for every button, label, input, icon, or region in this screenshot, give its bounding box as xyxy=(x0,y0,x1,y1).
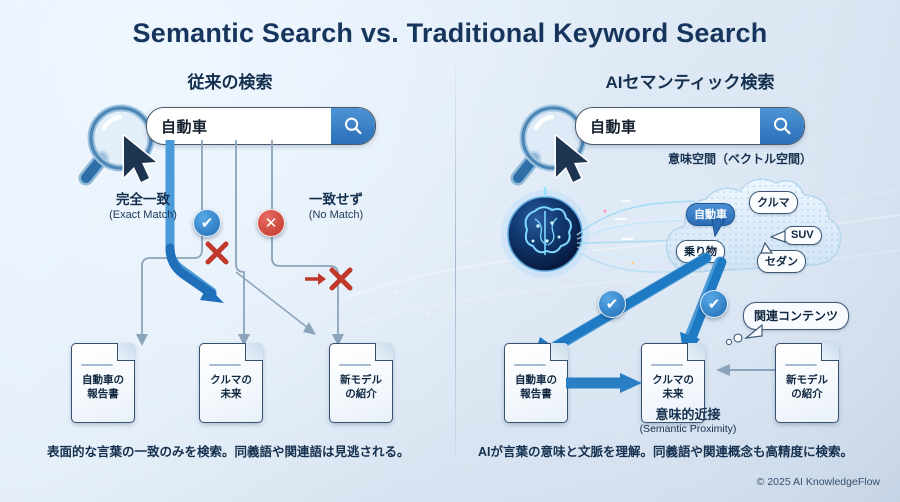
status-badge-check-left: ✔ xyxy=(193,209,221,237)
doc-rule xyxy=(651,364,683,366)
doc-line2: の紹介 xyxy=(791,387,823,400)
tag-tail-suv xyxy=(770,230,786,243)
document-card[interactable]: クルマの 未来 xyxy=(199,343,263,423)
document-label: 自動車の 報告書 xyxy=(72,374,134,402)
document-card[interactable]: クルマの 未来 xyxy=(641,343,705,423)
page-fold-corner xyxy=(550,343,568,361)
document-card[interactable]: 自動車の 報告書 xyxy=(504,343,568,423)
search-button-traditional[interactable] xyxy=(331,108,375,144)
doc-line1: 自動車の xyxy=(82,374,124,386)
red-x-mark-1 xyxy=(205,241,229,265)
label-semantic-proximity-en: (Semantic Proximity) xyxy=(639,423,737,435)
label-semantic-proximity: 意味的近接 (Semantic Proximity) xyxy=(608,404,768,435)
status-badge-check-right-1: ✔ xyxy=(598,290,626,318)
label-exact-match: 完全一致 (Exact Match) xyxy=(88,192,198,222)
document-card[interactable]: 自動車の 報告書 xyxy=(71,343,135,423)
search-bar-traditional[interactable]: 自動車 xyxy=(146,107,376,145)
label-no-match-jp: 一致せず xyxy=(309,192,363,207)
doc-line2: 未来 xyxy=(220,387,242,400)
semantic-tag[interactable]: クルマ xyxy=(749,191,798,214)
panel-divider xyxy=(455,62,456,457)
page-title: Semantic Search vs. Traditional Keyword … xyxy=(132,18,768,48)
label-no-match: 一致せず (No Match) xyxy=(288,192,384,222)
red-x-mark-2 xyxy=(305,267,353,291)
page-fold-corner xyxy=(687,343,705,361)
doc-line1: 新モデル xyxy=(786,374,828,386)
panel-heading-semantic: AIセマンティック検索 xyxy=(605,73,775,92)
semantic-proximity-arrow xyxy=(566,373,642,393)
connector-lines-traditional xyxy=(136,140,344,346)
semantic-tag[interactable]: SUV xyxy=(783,226,822,245)
doc-line2: 報告書 xyxy=(87,387,119,400)
doc-rule xyxy=(209,364,241,366)
doc-line2: の紹介 xyxy=(345,387,377,400)
page-fold-corner xyxy=(117,343,135,361)
page-fold-corner xyxy=(821,343,839,361)
search-icon xyxy=(345,117,362,135)
tag-tail-primary xyxy=(711,219,726,237)
doc-line2: 報告書 xyxy=(520,387,552,400)
document-label: 新モデル の紹介 xyxy=(776,374,838,402)
tag-tail-sedan xyxy=(760,242,774,254)
caption-semantic: AIが言葉の意味と文脈を理解。同義語や関連概念も高精度に検索。 xyxy=(478,445,854,459)
panel-heading-traditional: 従来の検索 xyxy=(187,73,273,92)
doc-line2: 未来 xyxy=(662,387,684,400)
bubble-thought-tail xyxy=(725,324,763,346)
page-fold-corner xyxy=(375,343,393,361)
doc-rule xyxy=(514,364,546,366)
doc-line1: クルマの xyxy=(652,374,694,386)
status-badge-check-right-2: ✔ xyxy=(700,290,728,318)
semantic-tag[interactable]: セダン xyxy=(757,250,806,273)
copyright-footer: © 2025 AI KnowledgeFlow xyxy=(756,476,880,488)
doc-line1: 自動車の xyxy=(515,374,557,386)
doc-rule xyxy=(785,364,817,366)
caption-traditional: 表面的な言葉の一致のみを検索。同義語や関連語は見逃される。 xyxy=(47,445,410,459)
label-semantic-proximity-jp: 意味的近接 xyxy=(655,407,721,422)
search-button-semantic[interactable] xyxy=(760,108,804,144)
doc-rule xyxy=(81,364,113,366)
status-badge-cross-left: ✕ xyxy=(257,209,285,237)
doc-line1: 新モデル xyxy=(340,374,382,386)
ai-brain-icon xyxy=(501,187,589,278)
search-icon xyxy=(774,117,791,135)
doc-rule xyxy=(339,364,371,366)
page-fold-corner xyxy=(245,343,263,361)
document-label: クルマの 未来 xyxy=(642,374,704,402)
document-card[interactable]: 新モデル の紹介 xyxy=(329,343,393,423)
vector-space-label: 意味空間（ベクトル空間） xyxy=(668,152,813,166)
label-exact-match-en: (Exact Match) xyxy=(109,208,177,221)
label-no-match-en: (No Match) xyxy=(308,208,364,221)
label-exact-match-jp: 完全一致 xyxy=(116,192,170,207)
document-label: 新モデル の紹介 xyxy=(330,374,392,402)
document-label: クルマの 未来 xyxy=(200,374,262,402)
search-input-semantic[interactable]: 自動車 xyxy=(590,118,637,136)
search-input-traditional[interactable]: 自動車 xyxy=(161,118,208,136)
doc-line1: クルマの xyxy=(210,374,252,386)
document-label: 自動車の 報告書 xyxy=(505,374,567,402)
document-card[interactable]: 新モデル の紹介 xyxy=(775,343,839,423)
search-bar-semantic[interactable]: 自動車 xyxy=(575,107,805,145)
connector-lines-semantic xyxy=(532,252,810,376)
